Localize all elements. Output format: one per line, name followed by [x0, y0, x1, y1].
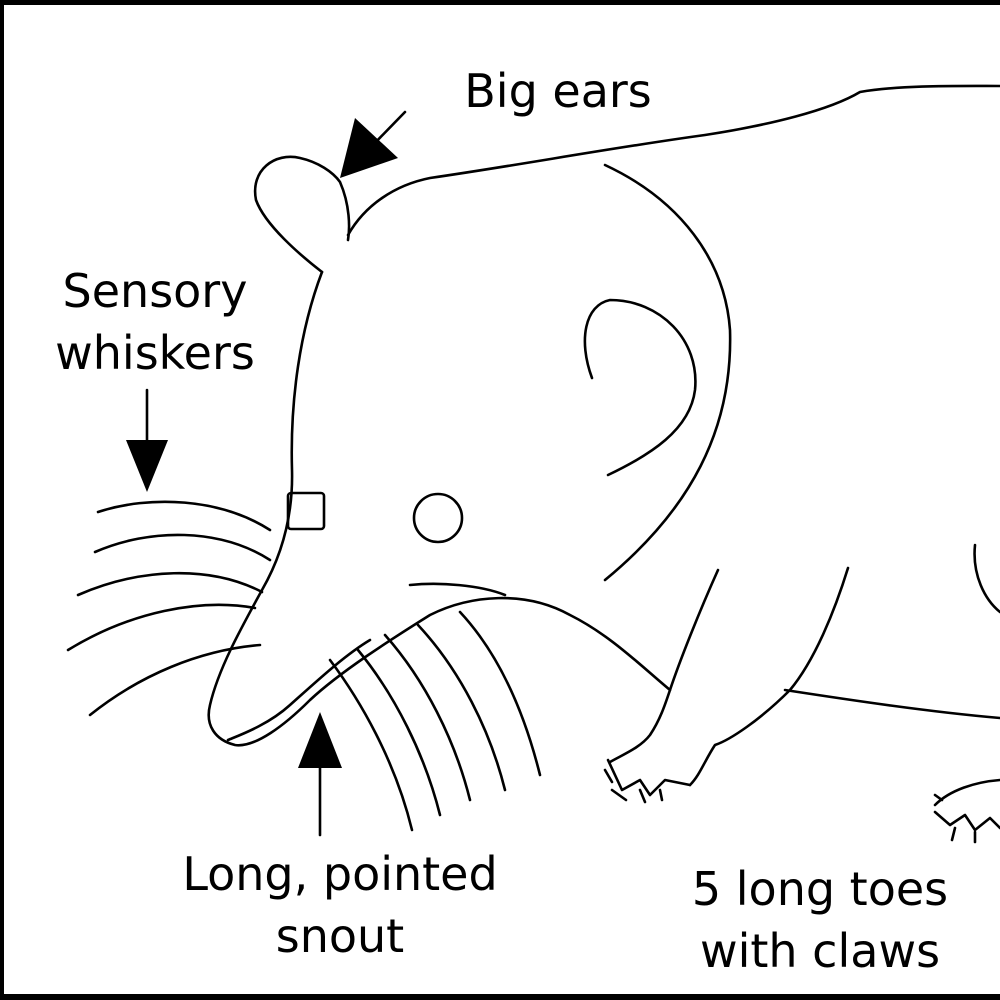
hind-leg [973, 543, 1000, 614]
eye [412, 492, 464, 544]
big-ears-text: Big ears [464, 64, 652, 118]
big-ears-label: Big ears [438, 60, 678, 122]
snout-arrow [298, 712, 342, 837]
face-front-outline [207, 270, 672, 747]
toes-label: 5 long toes with claws [655, 858, 985, 982]
belly-line [783, 688, 1000, 720]
hind-foot-claws [933, 778, 1000, 844]
nose-pad [286, 491, 326, 531]
big-ears-arrow [340, 110, 407, 178]
head-back-outline [603, 163, 732, 582]
cheek-marking [583, 298, 697, 477]
ear-outline [253, 155, 351, 274]
whiskers-left [66, 500, 272, 717]
front-leg [608, 568, 720, 764]
snout-label: Long, pointed snout [140, 843, 540, 967]
snout-line-2: snout [275, 909, 405, 963]
whiskers-right [328, 610, 542, 832]
mouth-line [408, 582, 507, 597]
sensory-whiskers-line-2: whiskers [55, 326, 255, 380]
body-back-outline [346, 84, 1000, 237]
front-foot-claws [603, 758, 692, 804]
toes-line-1: 5 long toes [691, 862, 949, 916]
sensory-whiskers-label: Sensory whiskers [20, 260, 290, 384]
snout-inner-line [226, 638, 372, 742]
whiskers-arrow [126, 388, 168, 492]
snout-line-1: Long, pointed [182, 847, 498, 901]
toes-line-2: with claws [699, 924, 941, 978]
front-leg-back [688, 566, 850, 787]
sensory-whiskers-line-1: Sensory [62, 264, 248, 318]
